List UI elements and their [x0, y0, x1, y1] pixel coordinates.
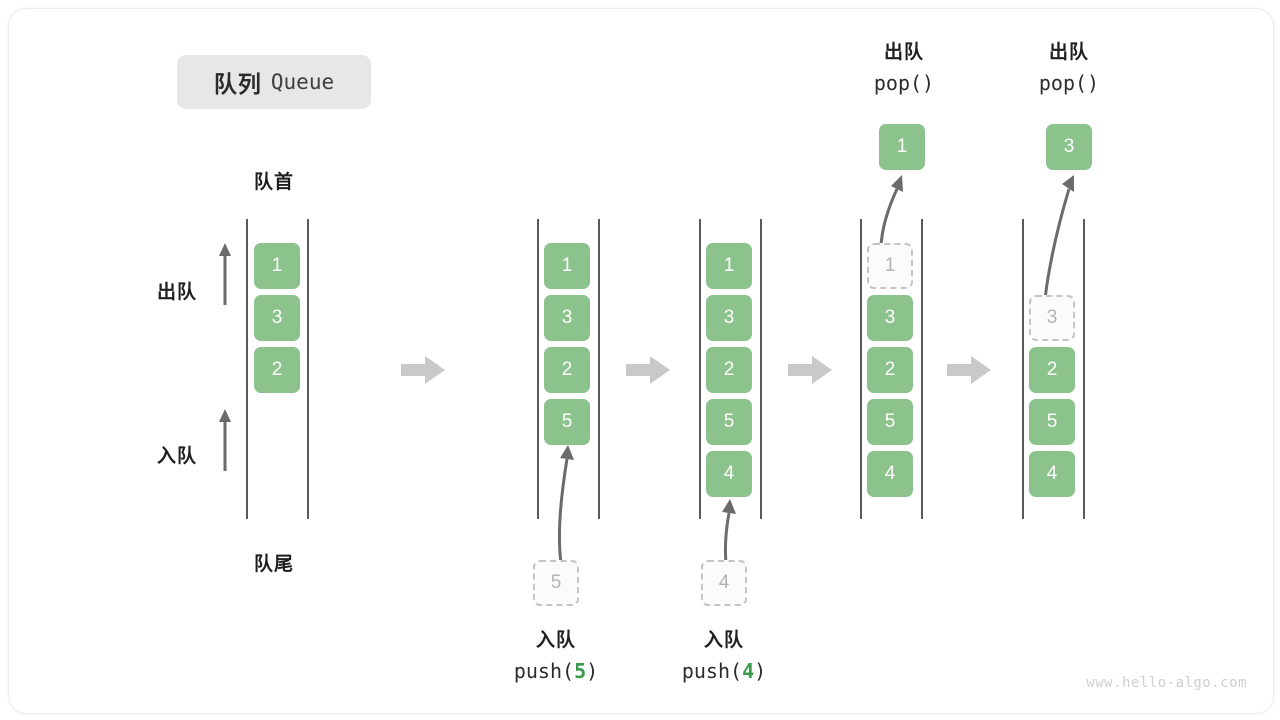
dequeue-direction-label: 出队	[157, 282, 198, 303]
queue-box: 2	[254, 347, 300, 393]
push-arrow-4	[722, 499, 736, 564]
rear-label: 队尾	[253, 554, 294, 575]
push-5-label-code: push(5)	[513, 658, 599, 683]
pop-1-label-code: pop()	[873, 70, 935, 95]
queue-box: 5	[867, 399, 913, 445]
queue-box: 1	[544, 243, 590, 289]
watermark: www.hello-algo.com	[1086, 675, 1247, 691]
queue-box: 2	[1029, 347, 1075, 393]
queue-box: 2	[867, 347, 913, 393]
queue-box: 2	[706, 347, 752, 393]
queue-box: 2	[544, 347, 590, 393]
push-5-label: 入队 push(5)	[461, 627, 651, 686]
step-arrow-icon	[947, 356, 991, 384]
queue-rail-left-2	[537, 219, 539, 519]
front-label: 队首	[253, 172, 294, 193]
enqueue-direction-label: 入队	[157, 446, 198, 467]
queue-box: 3	[544, 295, 590, 341]
queue-box-new: 4	[706, 451, 752, 497]
popped-box-1: 1	[879, 124, 925, 170]
queue-rail-right-4	[921, 219, 923, 519]
queue-box: 1	[254, 243, 300, 289]
queue-rail-right-1	[307, 219, 309, 519]
queue-box: 3	[867, 295, 913, 341]
queue-rail-left-5	[1022, 219, 1024, 519]
queue-rail-left-1	[246, 219, 248, 519]
push-4-label: 入队 push(4)	[629, 627, 819, 686]
dequeue-direction-arrow	[219, 243, 231, 305]
pop-arrow-3	[1043, 175, 1074, 300]
queue-box: 3	[706, 295, 752, 341]
push-4-label-cn: 入队	[703, 630, 744, 651]
pop-3-label-cn: 出队	[1048, 42, 1089, 63]
queue-box: 3	[254, 295, 300, 341]
queue-box: 4	[867, 451, 913, 497]
queue-box: 5	[706, 399, 752, 445]
queue-rail-right-2	[598, 219, 600, 519]
diagram-title-badge: 队列 Queue	[177, 55, 371, 109]
push-5-label-cn: 入队	[535, 630, 576, 651]
push-arrow-5	[557, 445, 574, 564]
step-arrow-icon	[788, 356, 832, 384]
diagram-card: 队列 Queue 队首 队尾 1 3 2 出队 入队 1 3 2 5 5 入队 …	[8, 8, 1274, 714]
queue-box: 1	[706, 243, 752, 289]
ghost-box-pop-1: 1	[867, 243, 913, 289]
popped-box-3: 3	[1046, 124, 1092, 170]
queue-rail-left-3	[699, 219, 701, 519]
step-arrow-icon	[401, 356, 445, 384]
pop-3-label-code: pop()	[1038, 70, 1100, 95]
queue-rail-left-4	[860, 219, 862, 519]
pop-arrow-1	[879, 175, 903, 246]
queue-rail-right-5	[1083, 219, 1085, 519]
queue-box: 5	[1029, 399, 1075, 445]
pop-1-label-cn: 出队	[883, 42, 924, 63]
queue-rail-right-3	[760, 219, 762, 519]
ghost-box-pop-3: 3	[1029, 295, 1075, 341]
queue-box: 4	[1029, 451, 1075, 497]
queue-box-new: 5	[544, 399, 590, 445]
step-arrow-icon	[626, 356, 670, 384]
pop-1-label: 出队 pop()	[809, 39, 999, 98]
title-chinese: 队列	[213, 71, 262, 97]
ghost-box-push-5: 5	[533, 560, 579, 606]
enqueue-direction-arrow	[219, 409, 231, 471]
pop-3-label: 出队 pop()	[974, 39, 1164, 98]
push-4-label-code: push(4)	[681, 658, 767, 683]
ghost-box-push-4: 4	[701, 560, 747, 606]
title-english: Queue	[270, 70, 335, 94]
